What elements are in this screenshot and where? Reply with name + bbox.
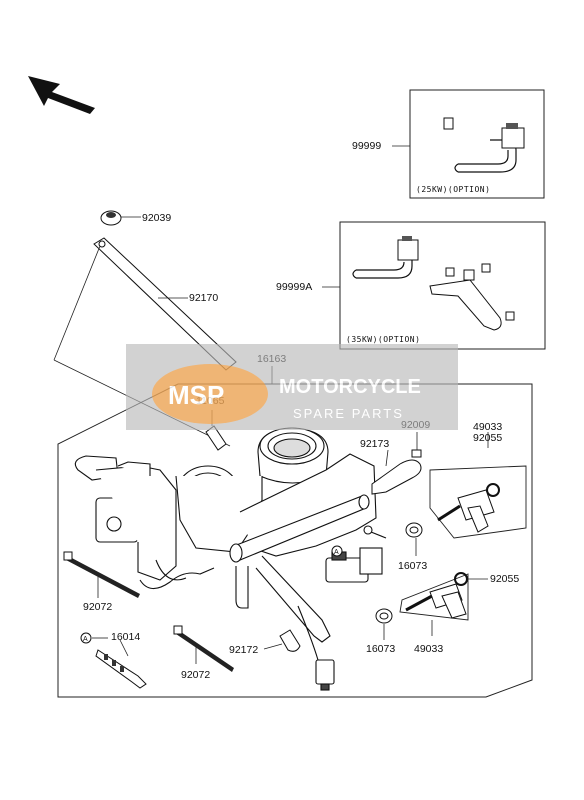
injector-upper <box>405 432 527 556</box>
injector-lower <box>375 572 488 640</box>
option-box-25kw: (25KW)(OPTION) <box>392 89 545 199</box>
watermark-logo: MSP <box>168 380 224 410</box>
option-25kw-label: (25KW)(OPTION) <box>416 185 490 194</box>
throttle-body <box>74 427 387 691</box>
direction-arrow-icon <box>28 76 95 114</box>
callout-49033-lower: 49033 <box>414 643 443 655</box>
callout-99999: 99999 <box>352 140 381 152</box>
callout-92172: 92172 <box>229 644 258 656</box>
option-35kw-label: (35KW)(OPTION) <box>346 335 420 344</box>
cable-tie-92072-left <box>63 551 140 598</box>
callout-49033-upper: 49033 <box>473 421 502 433</box>
cable-tie-92072-right <box>173 625 234 672</box>
callout-92170: 92170 <box>189 292 218 304</box>
option-box-35kw: (35KW)(OPTION) <box>322 221 546 350</box>
callout-92173: 92173 <box>360 438 389 450</box>
callout-92039: 92039 <box>142 212 171 224</box>
callout-92072-right: 92072 <box>181 669 210 681</box>
part-16014: A <box>80 632 147 689</box>
strap-92170 <box>53 210 237 447</box>
callout-99999A: 99999A <box>276 281 312 293</box>
svg-text:A: A <box>334 549 339 556</box>
callout-16014: 16014 <box>111 631 140 643</box>
clamp-92173 <box>371 432 422 495</box>
watermark-line1: MOTORCYCLE <box>279 376 421 398</box>
callout-16073-lower: 16073 <box>366 643 395 655</box>
clip-92172 <box>263 629 301 652</box>
ref-mark-a-left: A <box>83 636 88 643</box>
watermark: MSP MOTORCYCLE SPARE PARTS <box>126 344 458 430</box>
callout-16073-upper: 16073 <box>398 560 427 572</box>
callout-92055-lower: 92055 <box>490 573 519 585</box>
ref-mark-a-assembly: A <box>331 545 343 557</box>
callout-92072-left: 92072 <box>83 601 112 613</box>
callout-92055-upper: 92055 <box>473 432 502 444</box>
watermark-line2: SPARE PARTS <box>293 406 404 421</box>
